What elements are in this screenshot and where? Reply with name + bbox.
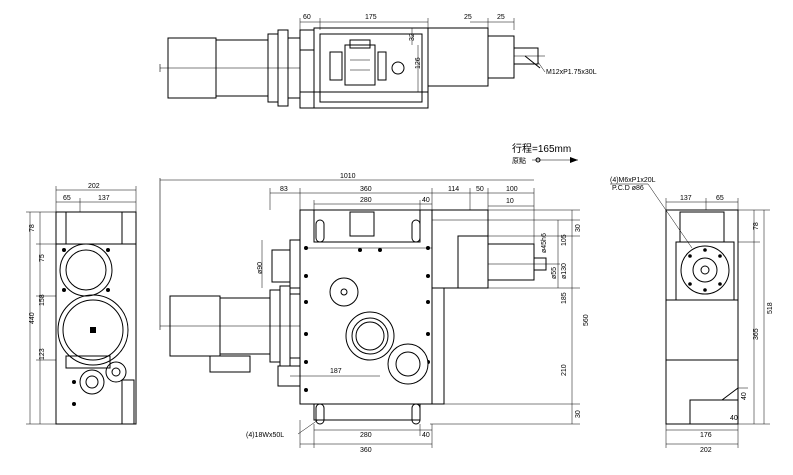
dim-front-1010: 1010 xyxy=(340,173,356,180)
dim-right-40a: 40 xyxy=(741,392,748,400)
dim-front-185: 185 xyxy=(561,292,568,304)
dim-top-60: 60 xyxy=(303,14,311,21)
dim-left-158: 158 xyxy=(39,294,46,306)
dim-front-d55: ø55 xyxy=(551,267,558,279)
dim-front-83: 83 xyxy=(280,186,288,193)
front-slot-label: (4)18Wx50L xyxy=(246,432,284,439)
dim-top-126: 126 xyxy=(415,57,422,69)
dim-right-40b: 40 xyxy=(730,415,738,422)
dim-front-30-bot: 30 xyxy=(575,410,582,418)
dim-top-175: 175 xyxy=(365,14,377,21)
dim-front-360-bot: 360 xyxy=(360,447,372,454)
dim-front-210: 210 xyxy=(561,364,568,376)
dim-left-75: 75 xyxy=(39,254,46,262)
dim-front-d45h6: ø45h6 xyxy=(541,233,548,253)
dim-front-280-top: 280 xyxy=(360,197,372,204)
dim-right-78: 78 xyxy=(753,222,760,230)
top-cylinder xyxy=(427,27,489,87)
dim-front-105: 105 xyxy=(561,234,568,246)
dim-front-40-top: 40 xyxy=(422,197,430,204)
dim-left-137: 137 xyxy=(98,195,110,202)
dim-front-187: 187 xyxy=(330,368,342,375)
top-view: 60 175 25 25 32 126 M12xP1.75x30L xyxy=(159,14,597,109)
dim-right-202: 202 xyxy=(700,447,712,454)
dim-front-40-bot: 40 xyxy=(422,432,430,439)
right-flange xyxy=(680,245,730,295)
dim-left-440: 440 xyxy=(29,312,36,324)
dim-left-78: 78 xyxy=(29,224,36,232)
stroke-label: 行程=165mm xyxy=(512,142,571,155)
dim-front-360-top: 360 xyxy=(360,186,372,193)
left-motor-circle xyxy=(57,294,129,366)
dim-front-560: 560 xyxy=(583,314,590,326)
dim-top-25b: 25 xyxy=(497,14,505,21)
front-cylinder xyxy=(431,209,489,289)
dim-right-518: 518 xyxy=(767,302,774,314)
dim-right-137: 137 xyxy=(680,195,692,202)
right-pcd-label: P.C.D ø86 xyxy=(612,185,644,192)
dim-left-123: 123 xyxy=(39,348,46,360)
right-view: (4)M6xP1x20L P.C.D ø86 137 65 78 518 xyxy=(610,177,774,454)
dim-top-25a: 25 xyxy=(464,14,472,21)
dim-front-30-top: 30 xyxy=(575,224,582,232)
thread-top-label: M12xP1.75x30L xyxy=(546,69,597,76)
dim-left-65: 65 xyxy=(63,195,71,202)
left-view: 202 65 137 78 75 158 440 123 xyxy=(26,183,137,425)
front-center-bore xyxy=(345,311,395,361)
dim-front-50: 50 xyxy=(476,186,484,193)
dim-front-d90: ø90 xyxy=(257,262,264,274)
dim-right-176: 176 xyxy=(700,432,712,439)
dim-front-d130: ø130 xyxy=(561,263,568,279)
dim-front-100: 100 xyxy=(506,186,518,193)
dim-front-10: 10 xyxy=(506,198,514,205)
dim-top-32: 32 xyxy=(409,33,416,41)
front-lower-bore xyxy=(387,343,429,385)
dim-right-65: 65 xyxy=(716,195,724,202)
front-view: 行程=165mm 原點 xyxy=(159,142,590,454)
left-upper-bore xyxy=(59,243,113,297)
dim-front-114: 114 xyxy=(448,186,459,193)
dim-front-280-bot: 280 xyxy=(360,432,372,439)
dim-left-202: 202 xyxy=(88,183,100,190)
right-thread-label: (4)M6xP1x20L xyxy=(610,177,656,184)
origin-label: 原點 xyxy=(512,156,526,165)
dim-right-365: 365 xyxy=(753,328,760,340)
